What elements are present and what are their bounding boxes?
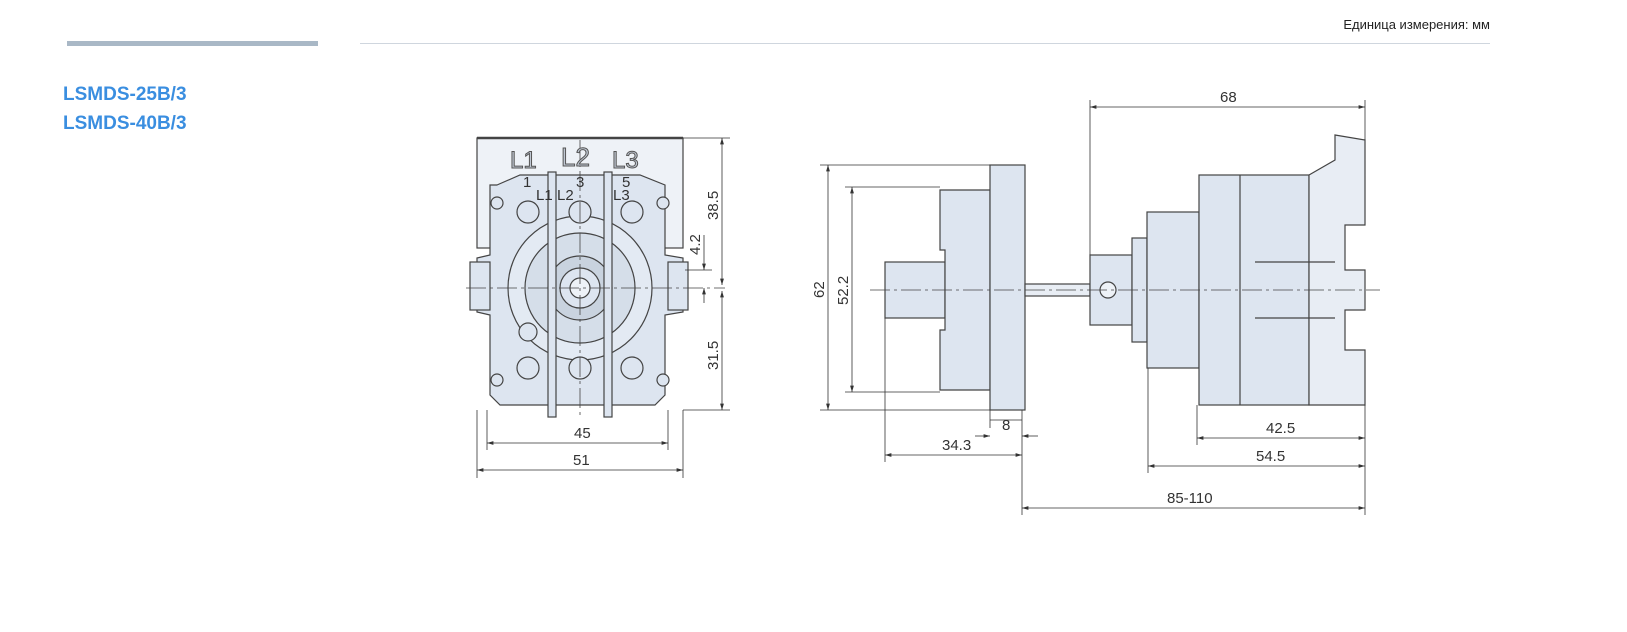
dim-34-3: 34.3: [942, 437, 971, 454]
phase-label-l2: L2: [561, 142, 590, 172]
phase-label-l1: L1: [510, 147, 537, 174]
model-name-1: LSMDS-25B/3: [63, 84, 187, 105]
terminal-label-l3: L3: [613, 187, 630, 204]
dim-31-5: 31.5: [705, 341, 722, 370]
dim-51: 51: [573, 452, 590, 469]
dim-45: 45: [574, 425, 591, 442]
dim-68: 68: [1220, 89, 1237, 106]
terminal-label-l1: L1: [536, 187, 553, 204]
units-label: Единица измерения: мм: [1343, 17, 1490, 32]
terminal-number-1: 1: [523, 174, 531, 191]
dim-52-2: 52.2: [835, 276, 852, 305]
dim-38-5: 38.5: [705, 191, 722, 220]
model-name-2: LSMDS-40B/3: [63, 113, 187, 134]
side-view: [870, 134, 1380, 411]
phase-label-l3: L3: [612, 147, 639, 174]
dim-4-2: 4.2: [687, 234, 704, 255]
terminal-label-l2: L2: [557, 187, 574, 204]
dim-62: 62: [811, 281, 828, 298]
terminal-number-5: 5: [622, 174, 630, 191]
side-dimension-lines: [820, 100, 1366, 515]
header-accent-bar: [67, 41, 318, 46]
front-dimension-lines: [476, 137, 730, 478]
dim-85-110: 85-110: [1167, 490, 1213, 507]
dim-54-5: 54.5: [1256, 448, 1285, 465]
screw-terminals: [490, 196, 670, 387]
front-view: [466, 136, 725, 418]
dim-8: 8: [1002, 417, 1010, 434]
header-divider: [360, 43, 1490, 44]
dim-42-5: 42.5: [1266, 420, 1295, 437]
terminal-number-3: 3: [576, 174, 584, 191]
